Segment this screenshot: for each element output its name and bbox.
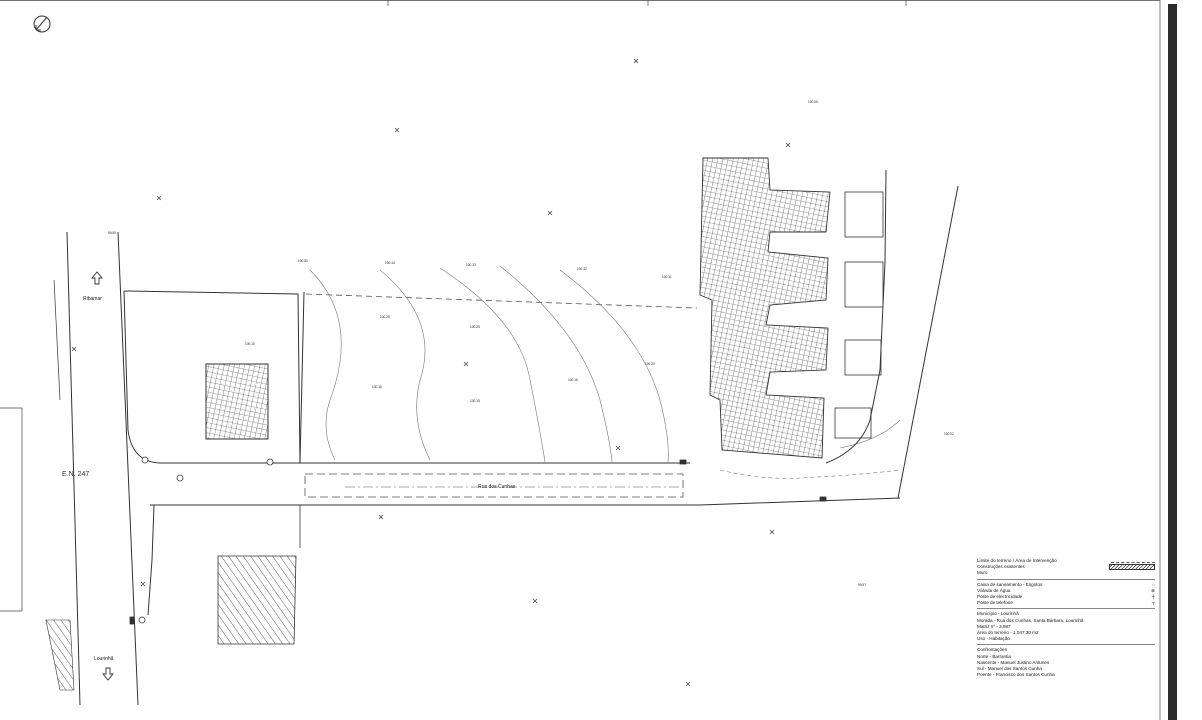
elevation-label: 100.15 <box>470 399 480 403</box>
legend-label: Caixa de saneamento - Esgotos <box>977 581 1043 587</box>
en247-road <box>53 231 139 706</box>
elevation-label: 100.10 <box>245 342 255 346</box>
elevation-label: 99.95 <box>108 231 116 235</box>
telephone-pole-icon: ┬ <box>1151 600 1155 606</box>
hatch-symbol <box>1109 564 1155 571</box>
manhole-icon: ○ <box>1152 581 1155 587</box>
elevation-label: 100.33 <box>466 263 476 267</box>
legend-panel: Limite do terreno / Área de Intervenção … <box>977 556 1155 716</box>
legend-label: Construções existentes <box>977 564 1025 570</box>
elevation-label: 100.05 <box>808 100 818 104</box>
label-lourinha: Lourinhã <box>94 656 114 662</box>
sheet-frame <box>0 0 1161 720</box>
elevation-labels: 100.50 100.44 100.33 100.32 100.31 100.2… <box>108 100 954 587</box>
intervention-area-road <box>304 473 684 498</box>
sheet-sidebar <box>1168 4 1177 720</box>
label-rua-dos-cunhas: Rua dos Cunhas <box>478 484 516 490</box>
elevation-label: 100.28 <box>380 315 390 319</box>
valve-icon: ⊗ <box>1151 587 1155 593</box>
legend-label: Muro <box>977 570 988 576</box>
rua-dos-cunhas-road <box>127 429 901 616</box>
north-arrow-icon <box>33 15 51 33</box>
existing-building <box>205 363 269 440</box>
hatched-area <box>217 555 297 645</box>
legend-row: Válvula de Água ⊗ <box>977 588 1155 594</box>
pole-icon: ┼ <box>1151 593 1155 599</box>
legend-row: Limite do terreno / Área de Intervenção <box>977 558 1155 564</box>
legend-label: Válvula de Água <box>977 587 1011 593</box>
legend-info-line: Área do terreno - 1.047,30 m2 <box>977 629 1039 635</box>
legend-row: Caixa de saneamento - Esgotos ○ <box>977 582 1155 588</box>
legend-info-line: Uso - Habitação <box>977 636 1010 642</box>
legend-confrontacoes: Confrontações Norte - Barrantia Nascente… <box>977 644 1155 678</box>
building-annexes <box>834 191 884 439</box>
legend-label: Poste de telefone <box>977 600 1013 606</box>
elevation-label: 100.50 <box>298 259 308 263</box>
legend-info-line: Matriz nº - 3.987 <box>977 623 1011 629</box>
legend-info-line: Município - Lourinhã <box>977 611 1019 617</box>
legend-label: Poste de electricidade <box>977 593 1023 599</box>
east-boundary <box>825 169 959 499</box>
legend-label: Limite do terreno / Área de Intervenção <box>977 558 1057 563</box>
utility-marks <box>129 456 827 625</box>
contour-lines <box>309 265 901 479</box>
elevation-label: 100.16 <box>568 378 578 382</box>
dashed-line-symbol <box>1111 561 1155 563</box>
legend-row: Construções existentes <box>977 564 1155 571</box>
legend-row: Poste de telefone ┬ <box>977 600 1155 606</box>
elevation-label: 100.18 <box>372 385 382 389</box>
label-en247: E.N. 247 <box>62 471 89 478</box>
survey-points <box>71 58 791 687</box>
legend-info: Município - Lourinhã Morada - Rua dos Cu… <box>977 608 1155 642</box>
intervention-limit <box>305 293 698 309</box>
elevation-label: 100.20 <box>645 362 655 366</box>
confrontacao-line: Norte - Barrantia <box>977 653 1011 659</box>
confrontacao-line: Nascente - Manuel Justino Antunes <box>977 659 1050 665</box>
legend-info-line: Morada - Rua dos Cunhas, Santa Bárbara, … <box>977 617 1084 623</box>
elevation-label: 100.44 <box>385 261 395 265</box>
hatched-area-small <box>45 619 75 691</box>
elevation-label: 100.31 <box>662 275 672 279</box>
elevation-label: 99.97 <box>858 583 866 587</box>
legend-row: Muro <box>977 570 1155 576</box>
plot-boundary <box>123 290 305 464</box>
legend-symbols: Limite do terreno / Área de Intervenção … <box>977 556 1155 577</box>
elevation-label: 100.32 <box>577 267 587 271</box>
elevation-label: 100.25 <box>470 325 480 329</box>
confrontacao-line: Sul - Manuel dos Santos Cunha <box>977 665 1042 671</box>
elevation-label: 100.02 <box>944 432 954 436</box>
confrontacao-line: Poente - Francisco dos Santos Cunha <box>977 672 1055 678</box>
label-ribamar: Ribamar <box>83 296 102 302</box>
confrontacoes-title: Confrontações <box>977 647 1007 653</box>
direction-arrow-icon <box>91 271 114 681</box>
building-complex <box>699 157 831 459</box>
legend-networks: Caixa de saneamento - Esgotos ○ Válvula d… <box>977 578 1155 607</box>
legend-row: Poste de electricidade ┼ <box>977 594 1155 600</box>
